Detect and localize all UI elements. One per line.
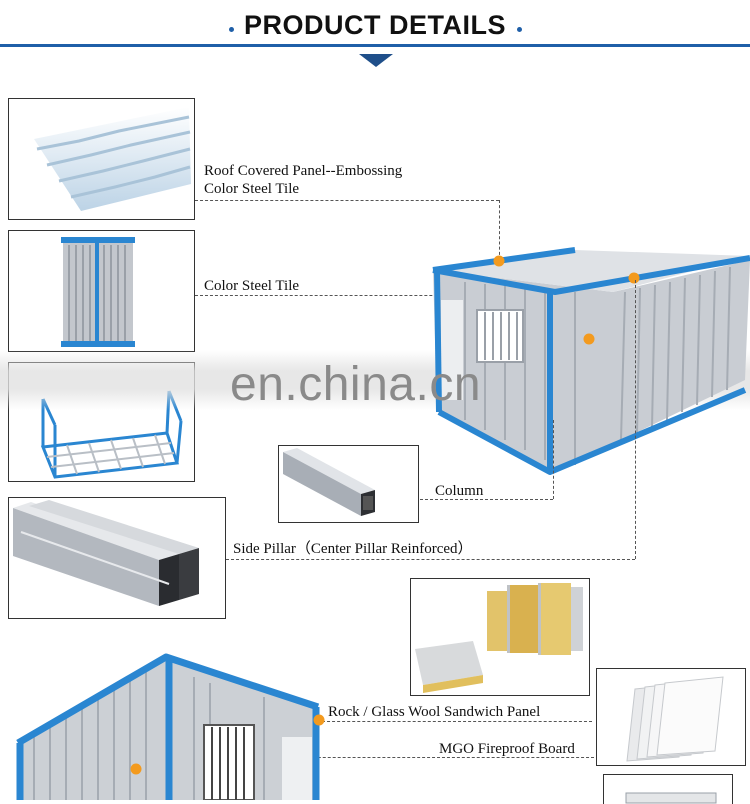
label-roof-panel: Roof Covered Panel--Embossing (204, 163, 403, 179)
label-roof-panel-line2: Color Steel Tile (204, 181, 300, 197)
watermark-text: en.china.cn (230, 358, 482, 411)
header-arrow-icon (359, 54, 393, 67)
label-color-steel-tile: Color Steel Tile (204, 278, 300, 294)
leader-side-pillar (226, 559, 635, 560)
column-image (278, 445, 419, 523)
leader-column (420, 499, 553, 500)
leader-mgo (288, 757, 594, 758)
container-house-bottom-illustration (16, 653, 325, 800)
sandwich-panel-image (410, 578, 590, 696)
label-mgo-board: MGO Fireproof Board (439, 741, 575, 757)
page-title: PRODUCT DETAILS (244, 10, 506, 40)
mgo-board-image (596, 668, 746, 766)
label-column: Column (435, 483, 484, 499)
color-steel-tile-image (8, 230, 195, 352)
leader-roof (195, 200, 499, 201)
container-house-illustration (432, 247, 750, 475)
leader-side-pillar-v (635, 280, 636, 559)
title-dot-right (517, 27, 522, 32)
leader-column-v (553, 420, 554, 499)
side-pillar-image (8, 497, 226, 619)
door-image-partial (603, 774, 733, 804)
label-side-pillar: Side Pillar（Center Pillar Reinforced） (233, 541, 473, 557)
leader-sandwich (322, 721, 592, 722)
roof-panel-image (8, 98, 195, 220)
title-dot-left (229, 27, 234, 32)
label-sandwich-panel: Rock / Glass Wool Sandwich Panel (328, 704, 541, 720)
leader-roof-v (499, 200, 500, 260)
header-divider (0, 44, 750, 47)
leader-steel-tile (195, 295, 547, 296)
